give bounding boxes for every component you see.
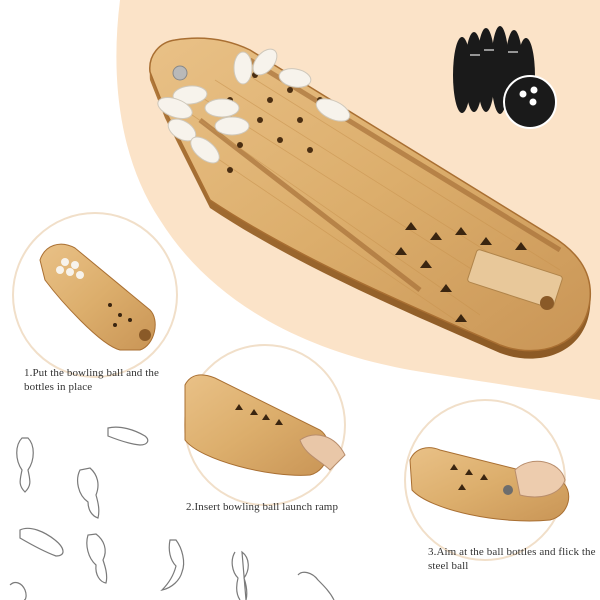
- bowling-pins-and-ball-icon: [453, 26, 557, 129]
- main-bowling-board: [149, 37, 592, 359]
- bowling-pins-cluster: [157, 48, 351, 164]
- step-3-caption: 3.Aim at the ball bottles and flick the …: [428, 546, 596, 572]
- step-1-image: [12, 212, 178, 378]
- step-1-caption: 1.Put the bowling ball and the bottles i…: [24, 367, 159, 393]
- step-2-caption: 2.Insert bowling ball launch ramp: [186, 501, 339, 513]
- bowling-pin-outline-icon: [9, 426, 335, 600]
- step-2-image: [184, 344, 346, 506]
- step-3-image: [404, 399, 570, 561]
